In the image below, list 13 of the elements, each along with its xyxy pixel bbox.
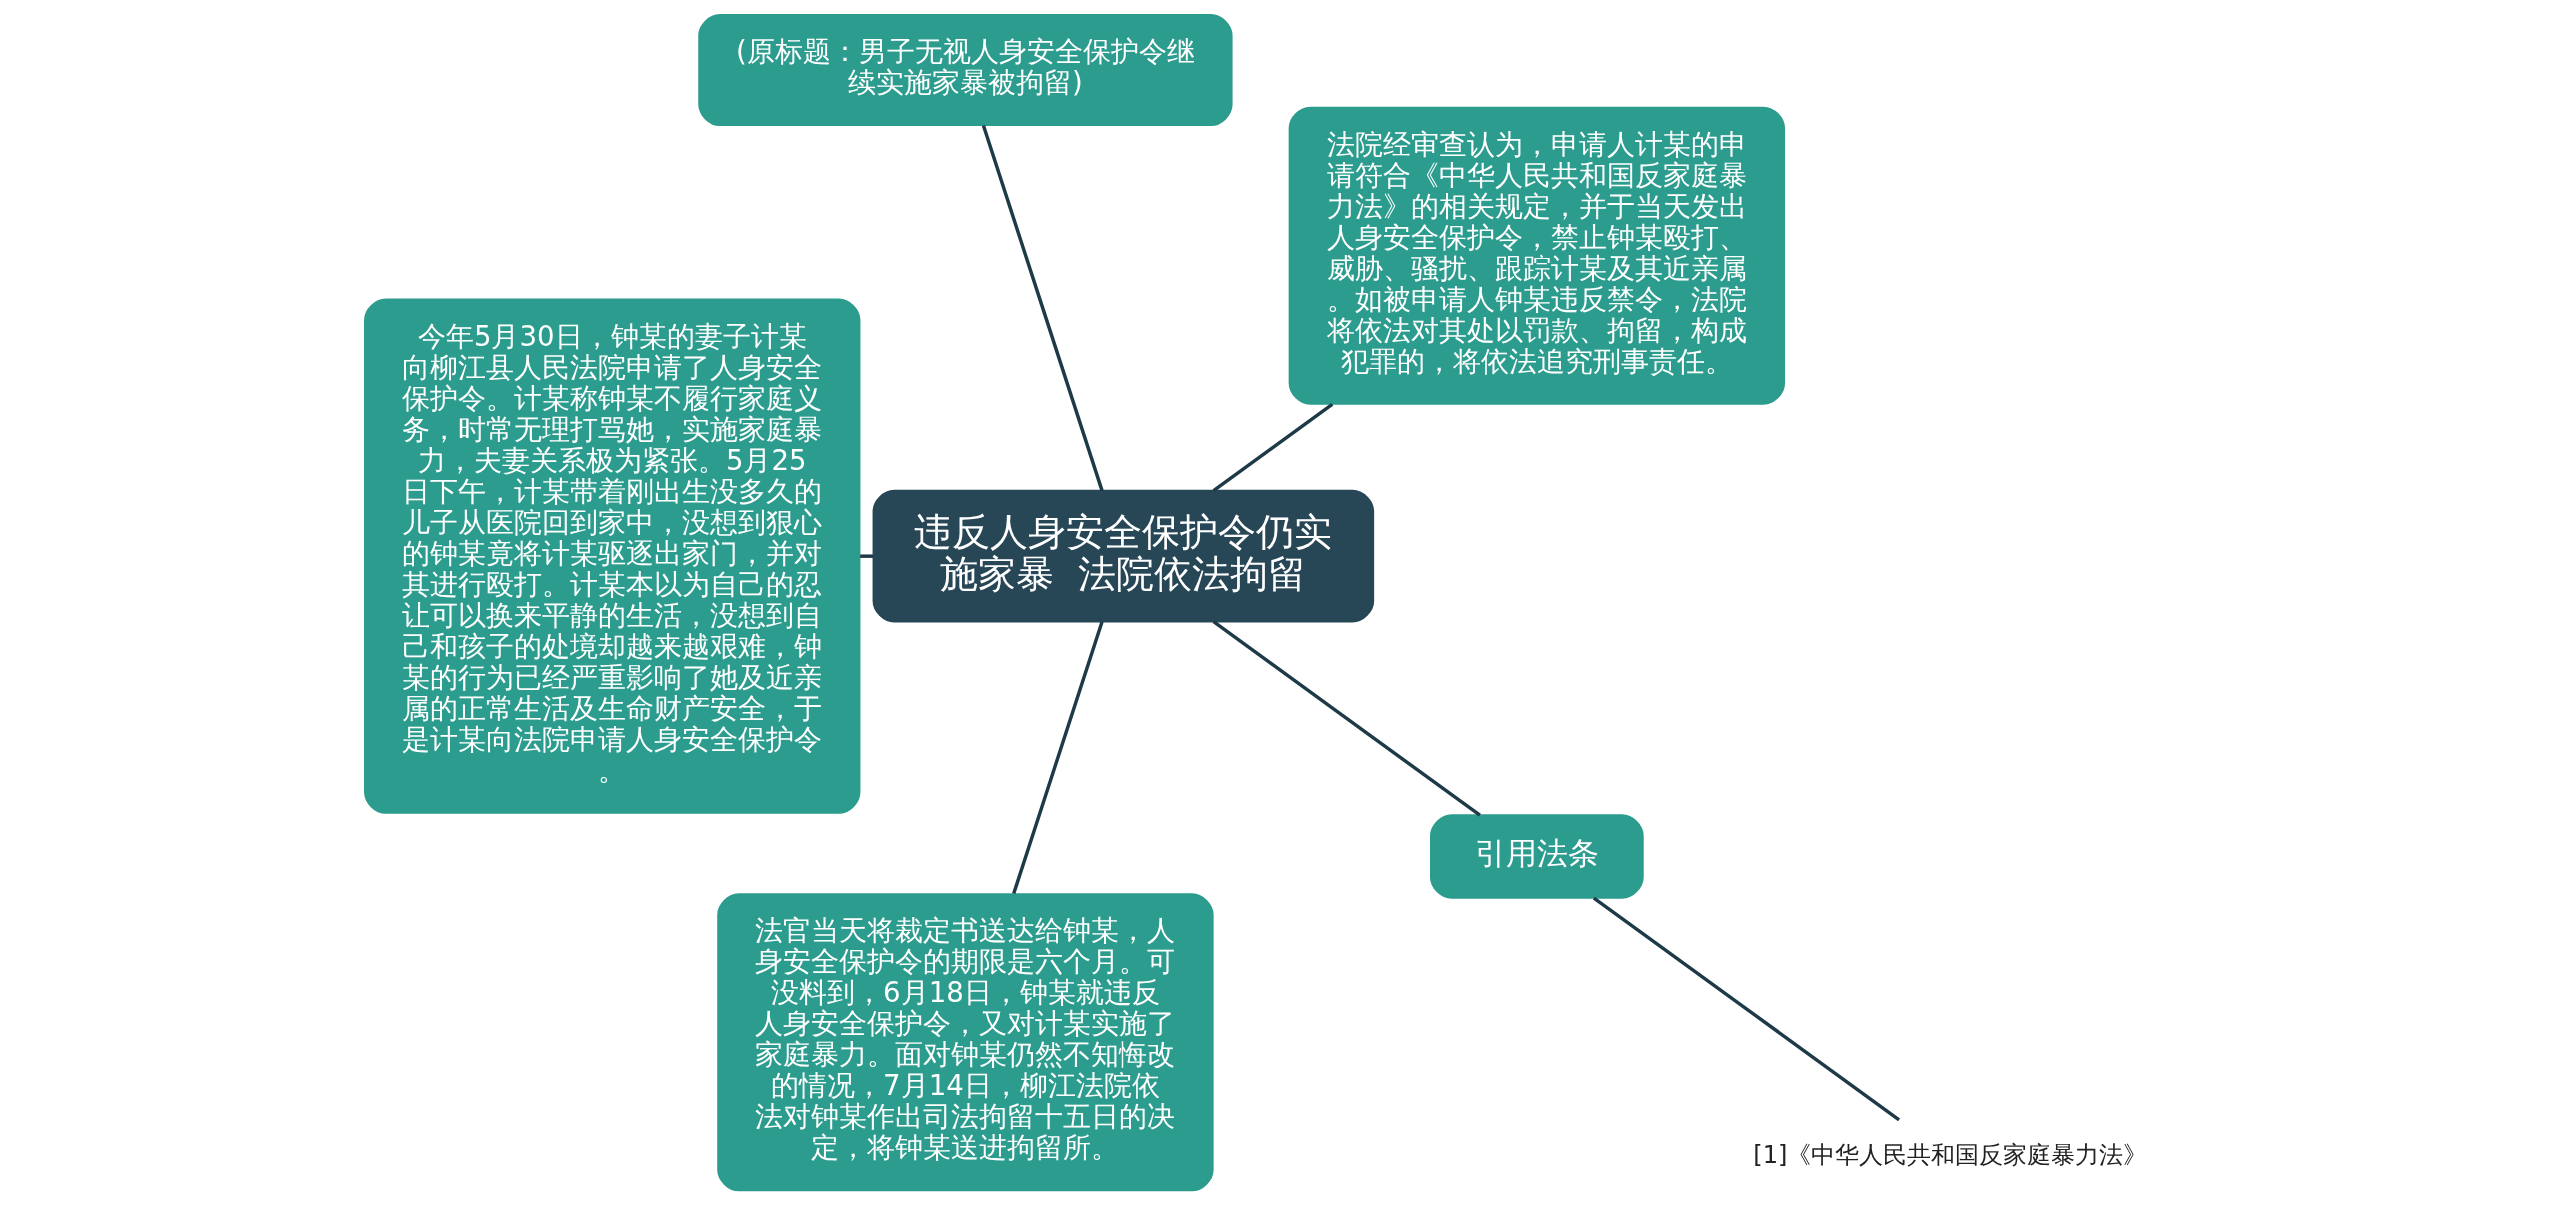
node-text: [1]《中华人民共和国反家庭暴力法》 (1753, 1141, 2148, 1170)
connector (1212, 620, 1481, 817)
connector (1592, 896, 1901, 1122)
node-box: (原标题：男子无视人身安全保护令继续实施家暴被拘留) (698, 14, 1233, 127)
connector (860, 554, 874, 558)
node-box: 法院经审查认为，申请人计某的申请符合《中华人民共和国反家庭暴力法》的相关规定，并于当天发出人身安全保护令，禁止钟某殴打、威胁、骚扰、跟踪计某及其近亲属。如被申请人钟某违反禁令，法院将依法对其处以罚款、拘留，构成犯罪的，将依法追究刑事责任。 (1288, 106, 1786, 405)
connector (1012, 621, 1104, 895)
node-box: 违反人身安全保护令仍实施家暴 法院依法拘留 (872, 489, 1375, 623)
node-box: 今年5月30日，钟某的妻子计某向柳江县人民法院申请了人身安全保护令。计某称钟某不履行家庭义务，时常无理打骂她，实施家庭暴力，夫妻关系极为紧张。5月25日下午，计某带着刚出生没多久的儿子从医院回到家中，没想到狠心的钟某竟将计某驱逐出家门，并对其进行殴打。计某本以为自己的忍让可以换来平静的生活，没想到自己和孩子的处境却越来越艰难，钟某的行为已经严重影响了她及近亲属的正常生活及生命财产安全，于是计某向法院申请人身安全保护令。 (364, 298, 861, 814)
node-box: 引用法条 (1430, 814, 1644, 899)
connector (981, 125, 1104, 492)
connector (1212, 402, 1334, 492)
node-box: 法官当天将裁定书送达给钟某，人身安全保护令的期限是六个月。可没料到，6月18日，钟某就违反人身安全保护令，又对计某实施了家庭暴力。面对钟某仍然不知悔改的情况，7月14日，柳江法院依法对钟某作出司法拘留十五日的决定，将钟某送进拘留所。 (717, 893, 1214, 1192)
